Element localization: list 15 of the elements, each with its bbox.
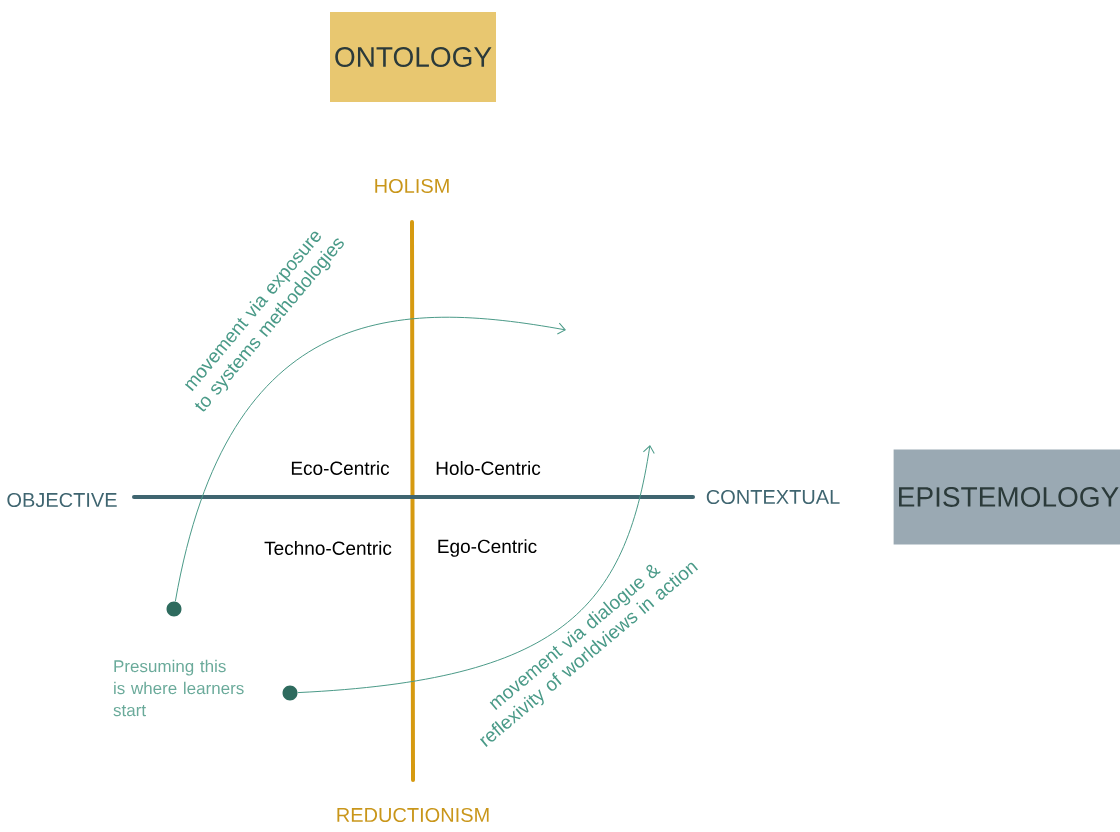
quadrant-label: Ego-Centric — [438, 539, 537, 557]
quadrant-label: Techno-Centric — [264, 541, 392, 555]
note-text: Presuming this is where learners start — [113, 659, 244, 717]
start-dot — [282, 685, 298, 701]
quadrant-label: Holo-Centric — [436, 461, 541, 475]
axis-label: REDUCTIONISM — [337, 807, 489, 823]
quadrant-label: Eco-Centric — [291, 461, 390, 475]
title-box: ONTOLOGY — [330, 12, 496, 102]
start-dot — [166, 601, 182, 617]
title-box: EPISTEMOLOGY — [893, 449, 1120, 545]
curved-arrow — [297, 445, 655, 694]
curved-arrow — [174, 316, 566, 602]
axis-label: OBJECTIVE — [7, 492, 117, 508]
axis-label: CONTEXTUAL — [706, 489, 840, 505]
axis-label: HOLISM — [375, 178, 449, 194]
